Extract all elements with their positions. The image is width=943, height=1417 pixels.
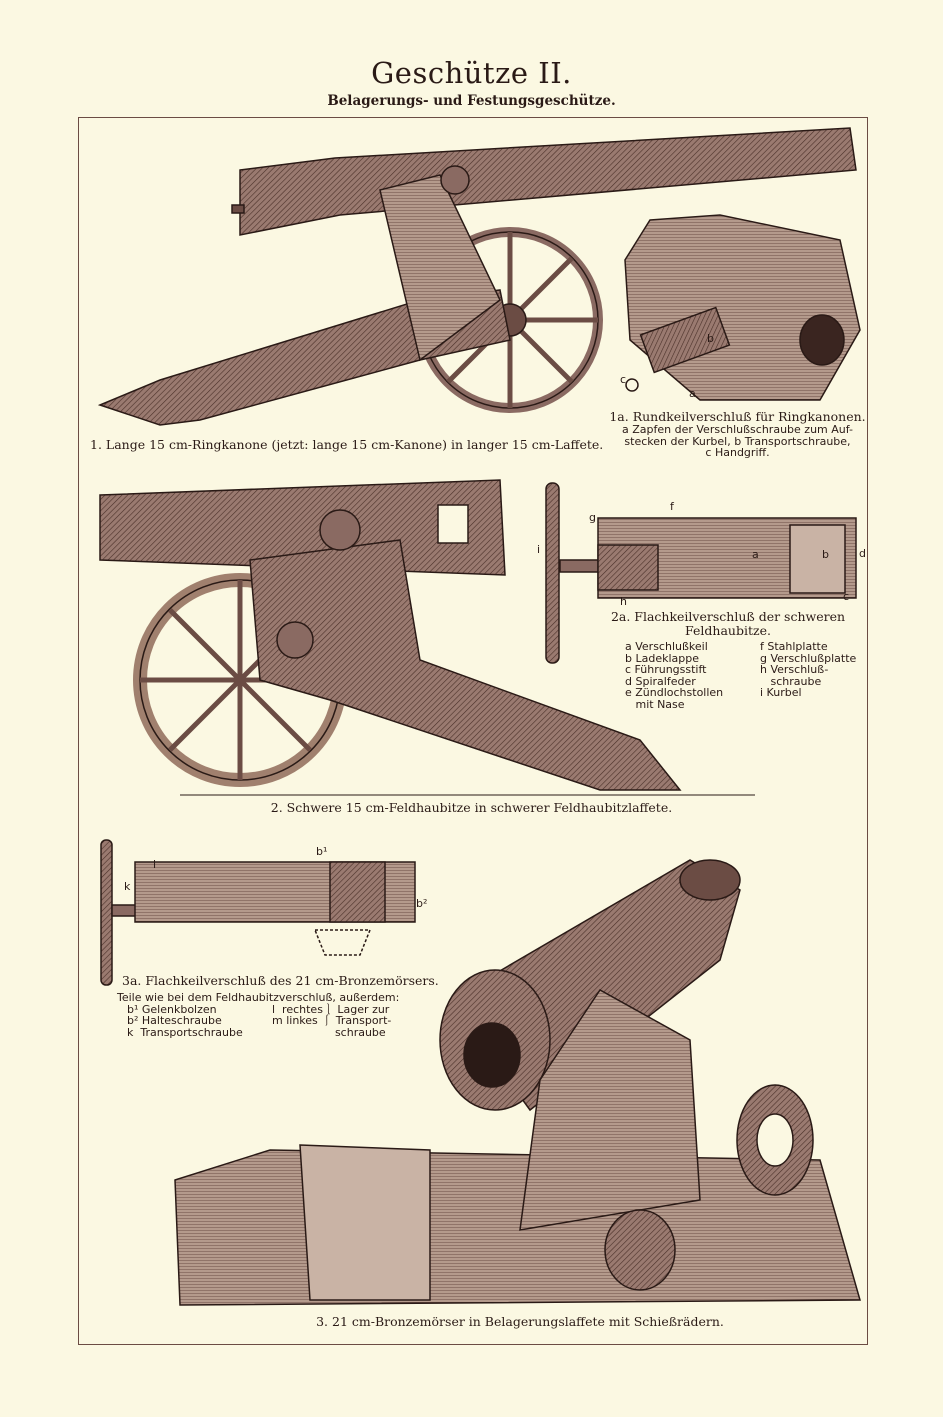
fig2a-label-c: c xyxy=(843,590,850,603)
fig1a-round-wedge-breech xyxy=(624,214,861,401)
fig2a-title-2: Feldhaubitze. xyxy=(685,623,771,638)
plate-title: Geschütze II. xyxy=(371,56,572,90)
fig2-caption: 2. Schwere 15 cm-Feldhaubitze in schwere… xyxy=(270,800,673,815)
fig2a-legend-item: a Verschlußkeil xyxy=(625,640,708,653)
fig2a-label-f: f xyxy=(670,500,674,513)
fig3a-legend-item: m linkes ⎰ Transport- xyxy=(272,1014,392,1027)
fig2a-label-h: h xyxy=(620,595,627,608)
fig3a-legend-item: k Transportschraube xyxy=(127,1025,243,1039)
fig1a-legend-line: stecken der Kurbel, b Transportschraube, xyxy=(624,434,851,448)
fig2a-legend-item: b Ladeklappe xyxy=(625,651,699,665)
fig2-heavy-howitzer xyxy=(99,479,755,796)
fig3a-intro: Teile wie bei dem Feldhaubitzverschluß, … xyxy=(117,991,400,1004)
fig2a-legend-item: g Verschlußplatte xyxy=(760,651,857,665)
fig2a-label-d: d xyxy=(859,547,866,560)
fig3a-label-b2: b² xyxy=(416,897,428,910)
fig1-caption: 1. Lange 15 cm-Ringkanone (jetzt: lange … xyxy=(90,437,604,452)
fig1a-caption: 1a. Rundkeilverschluß für Ringkanonen. a… xyxy=(605,410,870,459)
plate-frame xyxy=(78,117,868,1345)
fig2a-legend-item xyxy=(760,699,870,711)
fig2a-label-i: i xyxy=(537,543,541,556)
fig2a-title-1: 2a. Flachkeilverschluß der schweren xyxy=(610,609,846,624)
fig2a-legend-item: c Führungsstift xyxy=(625,663,707,676)
fig1a-label-b: b xyxy=(707,332,714,345)
fig3a-label-l: l xyxy=(153,858,157,871)
fig2a-label-b: b xyxy=(822,548,829,561)
fig3a-mortar-breech xyxy=(100,839,416,986)
fig2a-legend-item: mit Nase xyxy=(625,697,685,711)
fig1a-label-a: a xyxy=(689,387,696,400)
fig2a-legend-item: f Stahlplatte xyxy=(760,640,828,653)
fig3a-legend-item: schraube xyxy=(272,1025,386,1039)
fig1a-legend-line: a Zapfen der Verschlußschraube zum Auf- xyxy=(622,423,853,436)
fig1a-label-c: c xyxy=(620,373,627,386)
fig2a-label-g: g xyxy=(589,511,596,524)
fig1a-legend-line: c Handgriff. xyxy=(705,446,770,459)
fig2a-legend-item: e Zündlochstollen xyxy=(625,686,724,699)
fig3a-label-b1: b¹ xyxy=(316,845,328,858)
fig2a-legend-item: schraube xyxy=(760,674,822,688)
fig2a-legend-item: i Kurbel xyxy=(760,686,802,699)
fig3a-legend-item: b² Halteschraube xyxy=(127,1014,222,1027)
fig3a-caption: 3a. Flachkeilverschluß des 21 cm-Bronzem… xyxy=(117,974,439,1038)
fig1a-title: 1a. Rundkeilverschluß für Ringkanonen. xyxy=(609,409,866,424)
fig3-caption: 3. 21 cm-Bronzemörser in Belagerungslaff… xyxy=(316,1314,724,1329)
fig3a-title: 3a. Flachkeilverschluß des 21 cm-Bronzem… xyxy=(122,973,439,988)
fig1-long-cannon xyxy=(97,127,857,426)
fig3a-legend-item: b¹ Gelenkbolzen xyxy=(127,1002,217,1016)
fig3a-legend-item: l rechtes⎱ Lager zur xyxy=(272,1002,390,1016)
fig3-bronze-mortar xyxy=(174,859,861,1306)
fig2a-flat-wedge-breech xyxy=(545,482,857,664)
fig2a-legend-item: h Verschluß- xyxy=(760,663,829,676)
fig2a-label-a: a xyxy=(752,548,759,561)
plate-subtitle: Belagerungs- und Festungsgeschütze. xyxy=(327,93,616,109)
fig2a-legend-item: d Spiralfeder xyxy=(625,674,696,688)
fig2a-caption: 2a. Flachkeilverschluß der schweren Feld… xyxy=(603,609,856,711)
fig3a-label-k: k xyxy=(124,880,131,893)
